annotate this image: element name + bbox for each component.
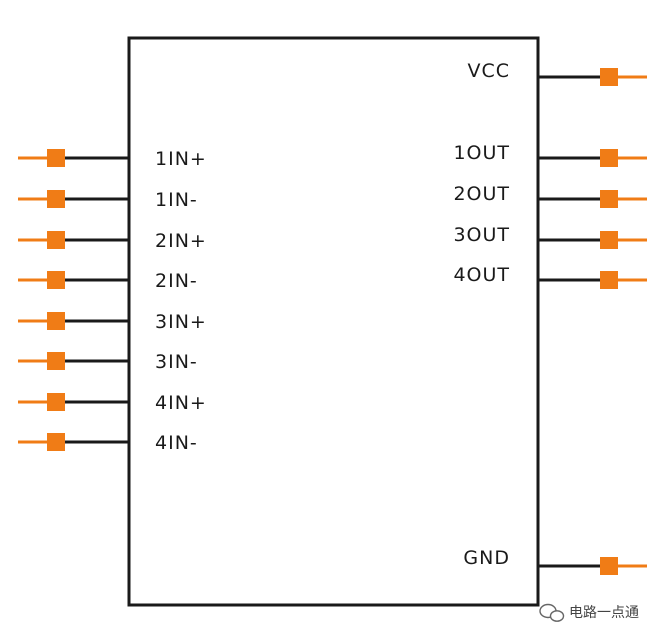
left-pin-8: 4IN-: [18, 432, 198, 454]
pin-label: 1IN-: [155, 189, 198, 211]
left-pin-7: 4IN+: [18, 392, 207, 414]
pin-pad: [600, 190, 618, 208]
pin-pad: [47, 149, 65, 167]
pin-label: 4IN-: [155, 432, 198, 454]
pin-label: VCC: [467, 60, 510, 82]
pin-label: 4IN+: [155, 392, 207, 414]
pin-pad: [600, 231, 618, 249]
pin-label: 3OUT: [453, 224, 510, 246]
right-pin-vcc: VCC: [467, 60, 647, 86]
pin-pad: [47, 190, 65, 208]
left-pin-1: 1IN+: [18, 148, 207, 170]
right-pin-3out: 3OUT: [453, 224, 647, 249]
pin-label: 2IN+: [155, 230, 207, 252]
pin-label: 3IN-: [155, 351, 198, 373]
pin-label: 2OUT: [453, 183, 510, 205]
pin-pad: [600, 68, 618, 86]
pin-pad: [600, 149, 618, 167]
left-pin-6: 3IN-: [18, 351, 198, 373]
pin-label: 2IN-: [155, 270, 198, 292]
right-pin-1out: 1OUT: [453, 142, 647, 167]
pin-pad: [47, 393, 65, 411]
right-pin-4out: 4OUT: [453, 264, 647, 289]
left-pin-2: 1IN-: [18, 189, 198, 211]
watermark: 电路一点通: [539, 603, 639, 622]
pin-pad: [47, 271, 65, 289]
pin-pad: [47, 433, 65, 451]
wechat-icon: [539, 603, 565, 622]
left-pin-4: 2IN-: [18, 270, 198, 292]
pin-label: 1IN+: [155, 148, 207, 170]
pin-label: 3IN+: [155, 311, 207, 333]
pin-label: 4OUT: [453, 264, 510, 286]
pin-pad: [47, 231, 65, 249]
left-pin-3: 2IN+: [18, 230, 207, 252]
pin-pad: [47, 312, 65, 330]
pin-label: 1OUT: [453, 142, 510, 164]
left-pin-5: 3IN+: [18, 311, 207, 333]
ic-body: [127, 36, 540, 607]
pin-label: GND: [463, 547, 510, 569]
pin-pad: [600, 557, 618, 575]
watermark-text: 电路一点通: [569, 605, 639, 621]
pin-pad: [47, 352, 65, 370]
pin-pad: [600, 271, 618, 289]
right-pin-2out: 2OUT: [453, 183, 647, 208]
right-pin-gnd: GND: [463, 547, 647, 575]
